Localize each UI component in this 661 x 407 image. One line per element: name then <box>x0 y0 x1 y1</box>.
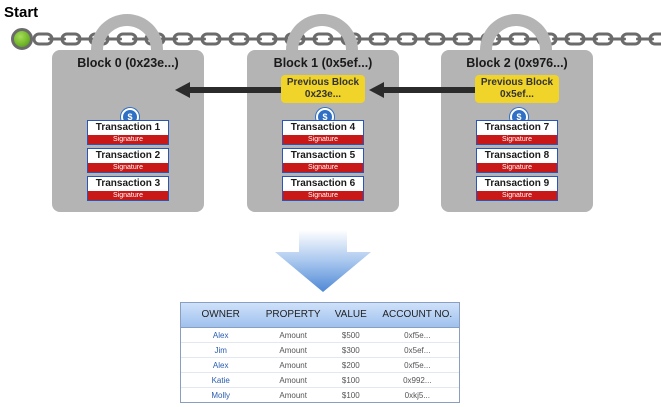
previous-block-label: Previous Block <box>480 77 554 88</box>
account-cell: 0x992... <box>403 376 432 385</box>
transaction-signature: Signature <box>283 163 363 172</box>
table-row: Molly Amount $100 0xkj5... <box>181 388 459 403</box>
previous-block-hash: 0x23e... <box>304 89 342 100</box>
column-value: VALUE <box>334 309 367 320</box>
column-owner: OWNER <box>201 309 240 320</box>
owner-cell: Alex <box>212 361 229 370</box>
account-cell: 0x5ef... <box>404 346 431 355</box>
down-arrow-icon <box>275 230 371 292</box>
block-1-to-block-0-arrow <box>188 87 281 93</box>
transaction-name: Transaction 1 <box>95 122 161 133</box>
property-cell: Amount <box>279 346 307 355</box>
transaction-name: Transaction 8 <box>484 150 550 161</box>
property-cell: Amount <box>279 391 307 400</box>
block-title: Block 2 (0x976...) <box>466 56 568 70</box>
arrow-head-icon <box>369 82 384 98</box>
block-title: Block 0 (0x23e...) <box>77 56 179 70</box>
transaction: Transaction 9 Signature <box>476 176 558 201</box>
transaction-name: Transaction 5 <box>290 150 356 161</box>
table-row: Jim Amount $300 0x5ef... <box>181 343 459 358</box>
value-cell: $100 <box>341 376 360 385</box>
previous-block-reference: Previous Block 0x23e... <box>281 75 365 103</box>
transaction-name: Transaction 4 <box>290 122 356 133</box>
transaction-name: Transaction 9 <box>484 178 550 189</box>
block-title: Block 1 (0x5ef...) <box>273 56 373 70</box>
property-cell: Amount <box>279 361 307 370</box>
table-row: Alex Amount $500 0xf5e... <box>181 328 459 343</box>
column-account-no: ACCOUNT NO. <box>382 309 453 320</box>
property-cell: Amount <box>279 376 307 385</box>
transaction: Transaction 6 Signature <box>282 176 364 201</box>
column-property: PROPERTY <box>265 309 321 320</box>
ledger-header: OWNER PROPERTY VALUE ACCOUNT NO. <box>181 303 459 328</box>
property-cell: Amount <box>279 331 307 340</box>
block-0: Block 0 (0x23e...) $ Transaction 1 Signa… <box>52 50 204 212</box>
table-row: Alex Amount $200 0xf5e... <box>181 358 459 373</box>
start-node-icon <box>11 28 33 50</box>
transaction: Transaction 8 Signature <box>476 148 558 173</box>
transaction: Transaction 5 Signature <box>282 148 364 173</box>
previous-block-reference: Previous Block 0x5ef... <box>475 75 559 103</box>
value-cell: $200 <box>341 361 360 370</box>
transaction-signature: Signature <box>88 191 168 200</box>
account-cell: 0xf5e... <box>404 361 431 370</box>
block-1: Block 1 (0x5ef...) Previous Block 0x23e.… <box>247 50 399 212</box>
transaction-signature: Signature <box>477 135 557 144</box>
arrow-head-icon <box>175 82 190 98</box>
value-cell: $100 <box>341 391 360 400</box>
owner-cell: Jim <box>214 346 227 355</box>
previous-block-label: Previous Block <box>286 77 360 88</box>
value-cell: $300 <box>341 346 360 355</box>
block-2: Block 2 (0x976...) Previous Block 0x5ef.… <box>441 50 593 212</box>
chain-link <box>648 32 661 46</box>
transaction-signature: Signature <box>477 191 557 200</box>
transaction-signature: Signature <box>477 163 557 172</box>
transaction-signature: Signature <box>88 163 168 172</box>
value-cell: $500 <box>341 331 360 340</box>
transaction: Transaction 2 Signature <box>87 148 169 173</box>
transaction-name: Transaction 7 <box>484 122 550 133</box>
ledger-table: OWNER PROPERTY VALUE ACCOUNT NO. Alex Am… <box>180 302 460 403</box>
transaction-signature: Signature <box>283 191 363 200</box>
transaction-signature: Signature <box>283 135 363 144</box>
owner-cell: Katie <box>211 376 230 385</box>
transaction: Transaction 7 Signature <box>476 120 558 145</box>
account-cell: 0xf5e... <box>404 331 431 340</box>
transaction: Transaction 1 Signature <box>87 120 169 145</box>
account-cell: 0xkj5... <box>404 391 430 400</box>
owner-cell: Alex <box>212 331 229 340</box>
transaction-signature: Signature <box>88 135 168 144</box>
transaction-name: Transaction 6 <box>290 178 356 189</box>
transaction-name: Transaction 2 <box>95 150 161 161</box>
previous-block-hash: 0x5ef... <box>500 89 534 100</box>
transaction-name: Transaction 3 <box>95 178 161 189</box>
owner-cell: Molly <box>211 391 231 400</box>
transaction: Transaction 3 Signature <box>87 176 169 201</box>
transaction: Transaction 4 Signature <box>282 120 364 145</box>
block-2-to-block-1-arrow <box>382 87 475 93</box>
start-label: Start <box>4 4 39 21</box>
table-row: Katie Amount $100 0x992... <box>181 373 459 388</box>
